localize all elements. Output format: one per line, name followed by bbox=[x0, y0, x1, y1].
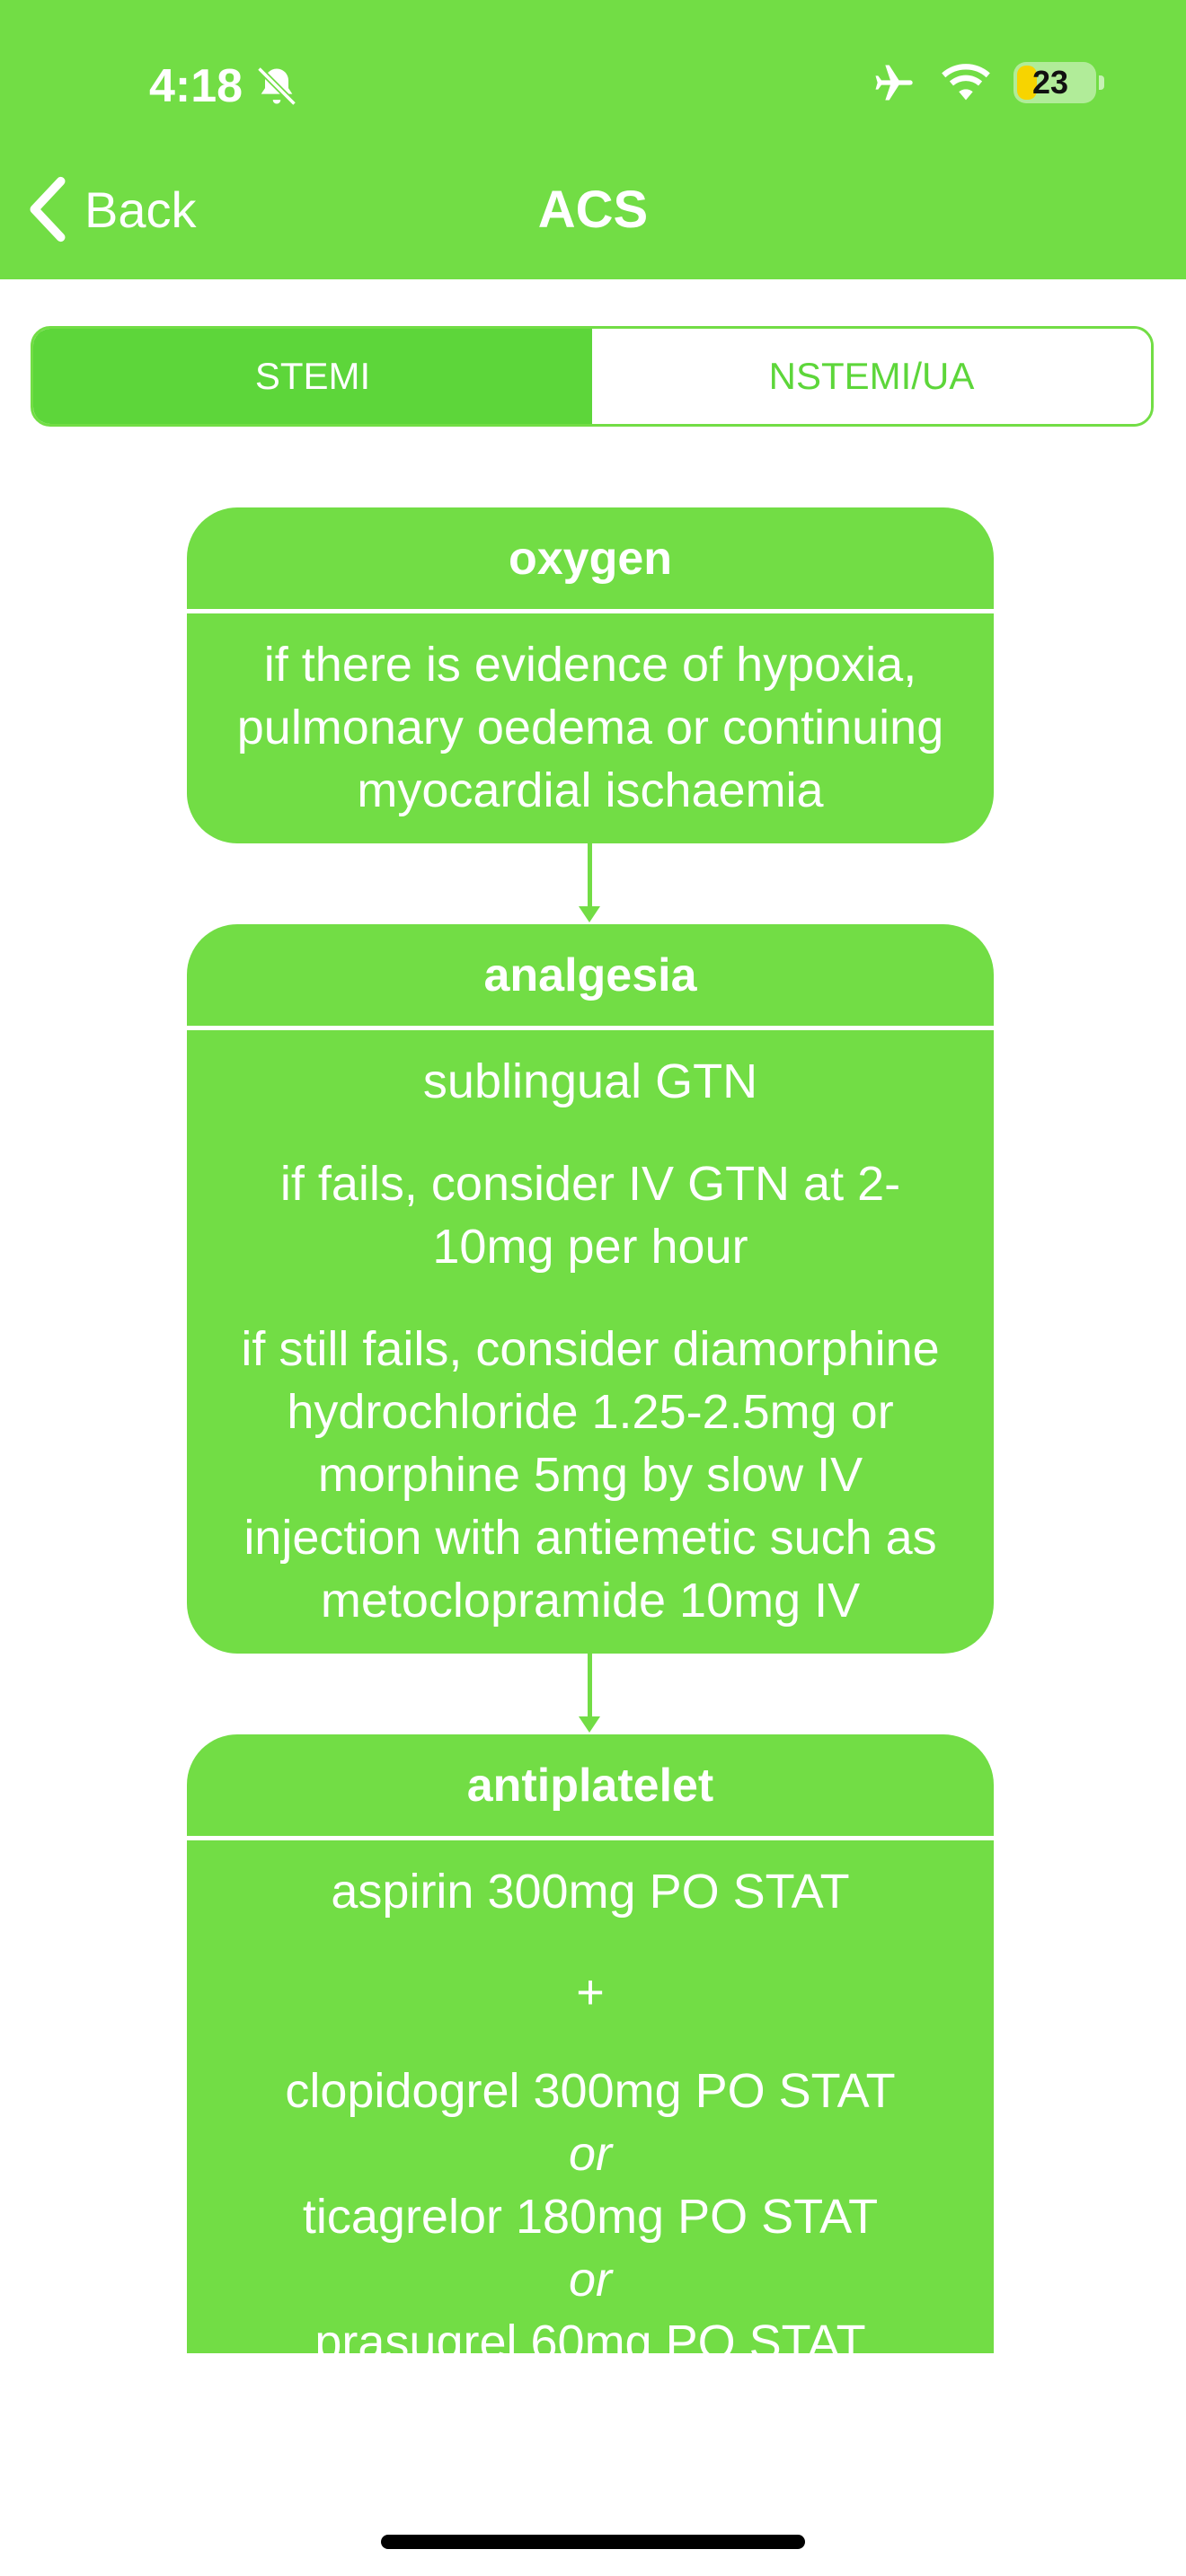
antiplatelet-ticagrelor: ticagrelor 180mg PO STAT bbox=[302, 2190, 879, 2244]
oxygen-body: if there is evidence of hypoxia, pulmona… bbox=[187, 613, 994, 843]
oxygen-title: oxygen bbox=[187, 507, 994, 613]
antiplatelet-title: antiplatelet bbox=[187, 1734, 994, 1840]
status-time: 4:18 bbox=[149, 60, 243, 112]
arrow-down-icon bbox=[579, 906, 600, 922]
analgesia-step-1: sublingual GTN bbox=[422, 1054, 758, 1108]
tab-nstemi-ua[interactable]: NSTEMI/UA bbox=[592, 329, 1151, 424]
antiplatelet-plus: + bbox=[576, 1965, 605, 2019]
antiplatelet-prasugrel: prasugrel 60mg PO STAT bbox=[314, 2316, 866, 2353]
treatment-flowchart: oxygen if there is evidence of hypoxia, … bbox=[187, 507, 994, 2353]
nav-header: 4:18 23 Back bbox=[0, 0, 1186, 279]
analgesia-step-2: if fails, consider IV GTN at 2-10mg per … bbox=[279, 1157, 901, 1274]
status-icons: 23 bbox=[868, 59, 1104, 106]
back-button[interactable]: Back bbox=[25, 171, 197, 248]
antiplatelet-clopidogrel: clopidogrel 300mg PO STAT bbox=[285, 2064, 896, 2118]
battery-level bbox=[1017, 66, 1037, 100]
bell-slash-icon bbox=[257, 66, 296, 106]
chevron-left-icon bbox=[30, 176, 66, 243]
analgesia-title: analgesia bbox=[187, 924, 994, 1030]
oxygen-text: if there is evidence of hypoxia, pulmona… bbox=[236, 638, 944, 817]
flow-connector-arrow bbox=[187, 1654, 994, 1734]
analgesia-step-3: if still fails, consider diamorphine hyd… bbox=[241, 1322, 940, 1628]
battery-nub bbox=[1099, 75, 1104, 90]
antiplatelet-aspirin: aspirin 300mg PO STAT bbox=[331, 1865, 850, 1919]
battery-icon: 23 bbox=[1013, 62, 1104, 103]
flow-connector-arrow bbox=[187, 843, 994, 924]
wifi-icon bbox=[942, 64, 990, 101]
analgesia-card: analgesia sublingual GTN if fails, consi… bbox=[187, 924, 994, 1654]
page-title: ACS bbox=[537, 181, 649, 239]
airplane-icon bbox=[875, 65, 913, 101]
antiplatelet-card: antiplatelet aspirin 300mg PO STAT + clo… bbox=[187, 1734, 994, 2353]
antiplatelet-or-1: or bbox=[568, 2127, 612, 2181]
tab-stemi[interactable]: STEMI bbox=[33, 329, 592, 424]
antiplatelet-or-2: or bbox=[568, 2253, 612, 2307]
analgesia-body: sublingual GTN if fails, consider IV GTN… bbox=[187, 1030, 994, 1654]
arrow-down-icon bbox=[579, 1716, 600, 1733]
segmented-control: STEMI NSTEMI/UA bbox=[31, 326, 1154, 427]
antiplatelet-body: aspirin 300mg PO STAT + clopidogrel 300m… bbox=[187, 1840, 994, 2353]
battery-percent: 23 bbox=[1031, 64, 1069, 101]
back-label: Back bbox=[84, 181, 197, 238]
oxygen-card: oxygen if there is evidence of hypoxia, … bbox=[187, 507, 994, 843]
home-indicator[interactable] bbox=[381, 2535, 805, 2549]
connector-line bbox=[588, 1654, 592, 1722]
connector-line bbox=[588, 843, 592, 912]
